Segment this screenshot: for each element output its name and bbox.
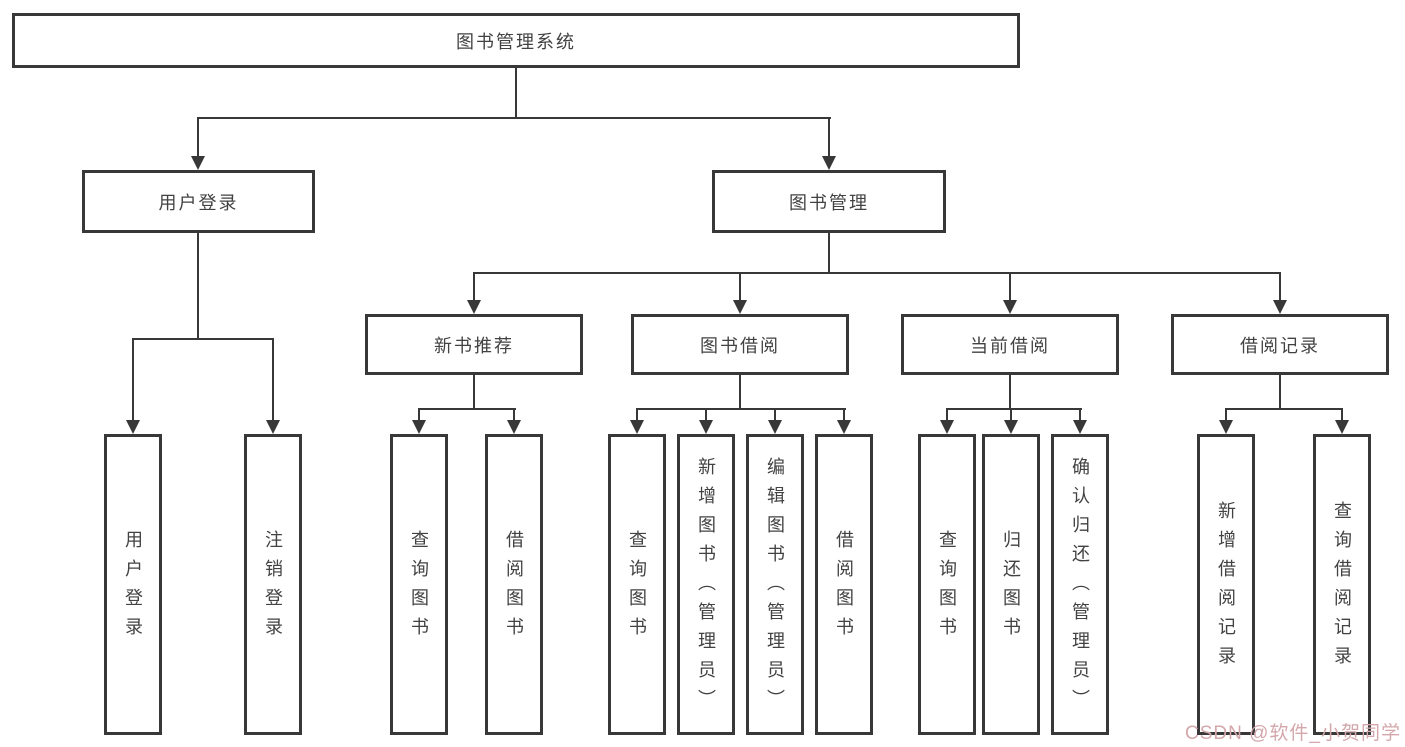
arrowhead-down-icon xyxy=(412,420,426,434)
connector-line xyxy=(132,338,134,422)
connector-line xyxy=(1079,408,1081,422)
arrowhead-down-icon xyxy=(126,420,140,434)
connector-line xyxy=(739,375,741,410)
arrowhead-down-icon xyxy=(733,300,747,314)
arrowhead-down-icon xyxy=(837,420,851,434)
connector-line xyxy=(1225,408,1227,422)
connector-line xyxy=(774,408,776,422)
connector-line xyxy=(272,338,274,422)
connector-line xyxy=(636,408,638,422)
node-borrowing-records: 借阅记录 xyxy=(1171,314,1389,375)
leaf-logout: 注销登录 xyxy=(244,434,302,735)
connector-line xyxy=(1009,375,1011,410)
arrowhead-down-icon xyxy=(940,420,954,434)
connector-line xyxy=(418,408,420,422)
connector-line xyxy=(197,233,199,340)
node-new-book-recommendation: 新书推荐 xyxy=(365,314,583,375)
leaf-return-books: 归还图书 xyxy=(982,434,1040,735)
arrowhead-down-icon xyxy=(1073,420,1087,434)
leaf-query-books-borrowing: 查询图书 xyxy=(608,434,666,735)
leaf-query-borrow-record: 查询借阅记录 xyxy=(1313,434,1371,735)
connector-line xyxy=(1009,272,1011,302)
arrowhead-down-icon xyxy=(699,420,713,434)
arrowhead-down-icon xyxy=(467,300,481,314)
leaf-borrow-books-recommend: 借阅图书 xyxy=(485,434,543,735)
leaf-user-login: 用户登录 xyxy=(104,434,162,735)
leaf-add-books-admin: 新增图书（管理员） xyxy=(677,434,735,735)
arrowhead-down-icon xyxy=(1273,300,1287,314)
connector-line xyxy=(197,117,831,119)
connector-line xyxy=(705,408,707,422)
connector-line xyxy=(515,66,517,119)
leaf-query-books-recommend: 查询图书 xyxy=(390,434,448,735)
leaf-edit-books-admin: 编辑图书（管理员） xyxy=(746,434,804,735)
node-book-management: 图书管理 xyxy=(712,170,946,233)
connector-line xyxy=(828,233,830,274)
arrowhead-down-icon xyxy=(1004,420,1018,434)
connector-line xyxy=(132,338,274,340)
connector-line xyxy=(1279,272,1281,302)
connector-line xyxy=(739,272,741,302)
leaf-add-borrow-record: 新增借阅记录 xyxy=(1197,434,1255,735)
node-user-login: 用户登录 xyxy=(82,170,315,233)
leaf-borrow-books-borrowing: 借阅图书 xyxy=(815,434,873,735)
connector-line xyxy=(1225,408,1343,410)
arrowhead-down-icon xyxy=(630,420,644,434)
csdn-watermark: CSDN @软件_小贺同学 xyxy=(1185,723,1401,744)
connector-line xyxy=(843,408,845,422)
arrowhead-down-icon xyxy=(266,420,280,434)
connector-line xyxy=(1341,408,1343,422)
node-current-borrowing: 当前借阅 xyxy=(901,314,1119,375)
connector-line xyxy=(197,117,199,158)
leaf-query-books-current: 查询图书 xyxy=(918,434,976,735)
arrowhead-down-icon xyxy=(507,420,521,434)
arrowhead-down-icon xyxy=(1003,300,1017,314)
connector-line xyxy=(1010,408,1012,422)
arrowhead-down-icon xyxy=(1335,420,1349,434)
node-book-borrowing: 图书借阅 xyxy=(631,314,849,375)
connector-line xyxy=(418,408,516,410)
arrowhead-down-icon xyxy=(1219,420,1233,434)
arrowhead-down-icon xyxy=(822,156,836,170)
connector-line xyxy=(636,408,846,410)
connector-line xyxy=(513,408,515,422)
connector-line xyxy=(828,117,830,158)
connector-line xyxy=(1279,375,1281,410)
connector-line xyxy=(946,408,948,422)
connector-line xyxy=(473,375,475,410)
arrowhead-down-icon xyxy=(768,420,782,434)
connector-line xyxy=(473,272,1281,274)
node-library-management-system: 图书管理系统 xyxy=(12,13,1020,68)
arrowhead-down-icon xyxy=(191,156,205,170)
connector-line xyxy=(473,272,475,302)
connector-line xyxy=(946,408,1082,410)
leaf-confirm-return-admin: 确认归还（管理员） xyxy=(1051,434,1109,735)
